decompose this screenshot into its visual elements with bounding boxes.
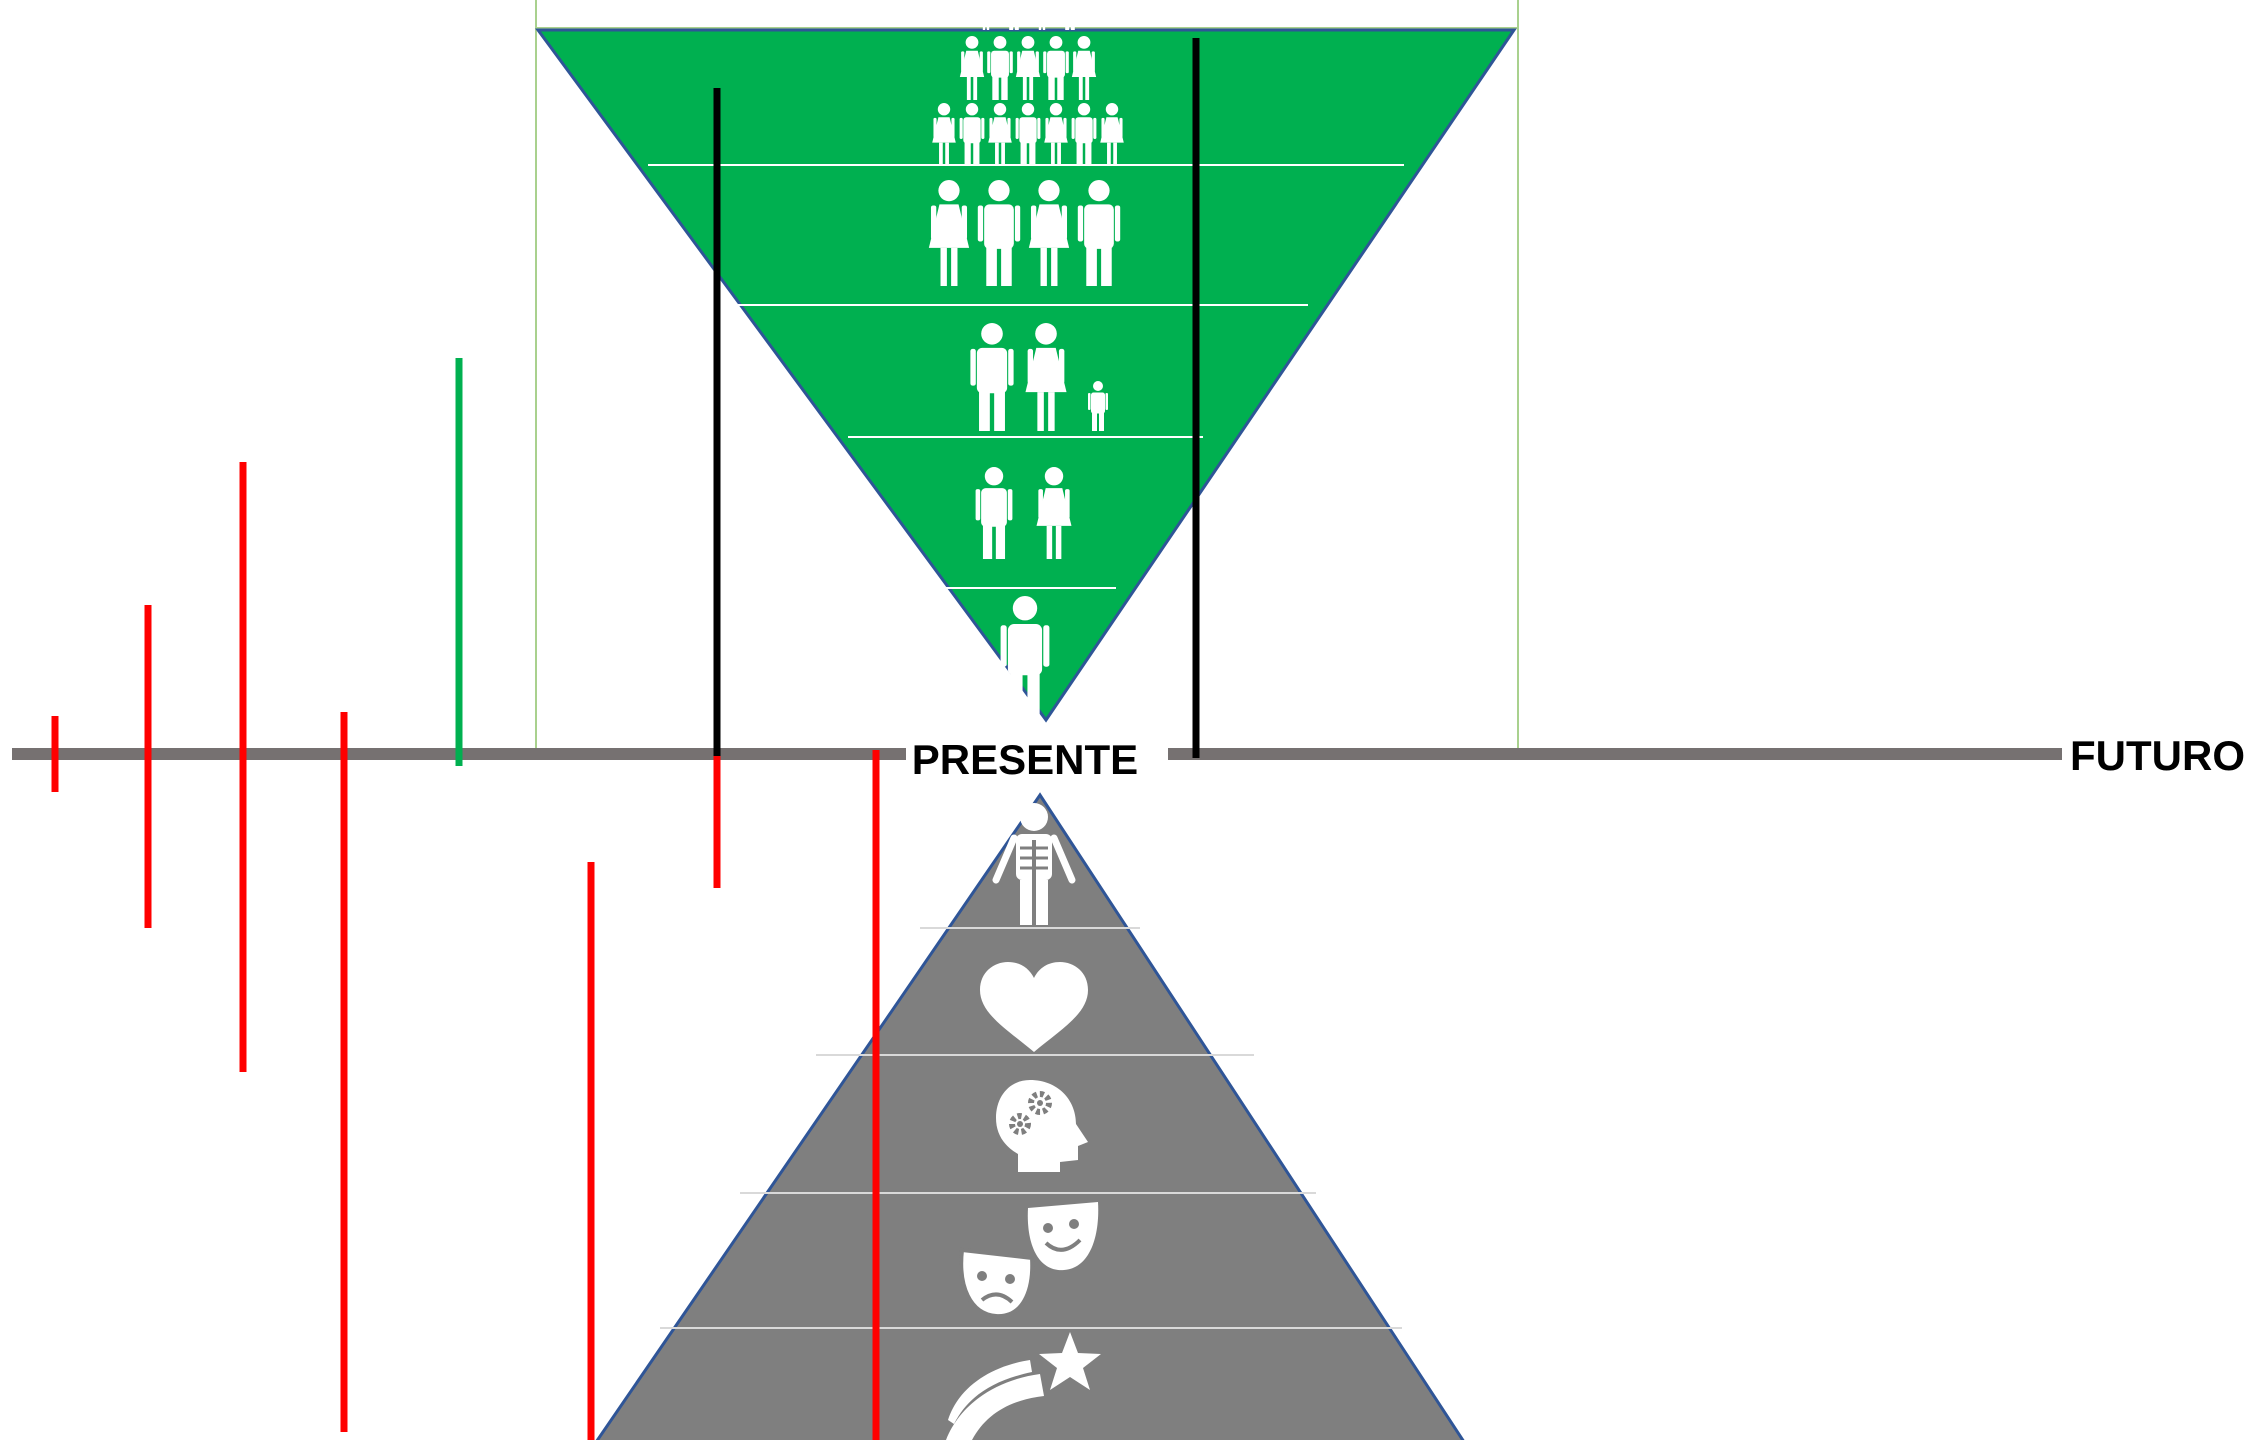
woman-icon — [928, 180, 970, 286]
four-people-icon — [928, 180, 1121, 286]
couple-icon — [975, 467, 1072, 559]
future-label: FUTURO — [2070, 732, 2245, 779]
heart-icon — [980, 962, 1088, 1052]
social-triangle-shape — [535, 28, 1517, 723]
man-icon — [1006, 0, 1022, 30]
family-with-child-icon — [970, 323, 1108, 431]
woman-icon — [1034, 0, 1050, 30]
man-icon — [977, 180, 1021, 286]
woman-icon — [932, 103, 956, 165]
woman-icon — [978, 0, 994, 30]
woman-icon — [1025, 323, 1067, 431]
shooting-star-icon — [946, 1332, 1101, 1440]
man-icon — [1088, 381, 1108, 431]
man-icon — [975, 467, 1013, 559]
man-icon — [1000, 596, 1050, 718]
present-label: PRESENTE — [912, 736, 1138, 783]
man-icon — [1062, 0, 1078, 30]
woman-icon — [1100, 103, 1124, 165]
theater-masks-icon — [959, 1202, 1099, 1319]
man-icon — [970, 323, 1014, 431]
social-triangle — [535, 0, 1517, 723]
man-icon — [1071, 103, 1097, 165]
skeleton-icon — [992, 803, 1076, 925]
man-icon — [1015, 103, 1041, 165]
event-markers — [51, 38, 1200, 1440]
man-icon — [1043, 36, 1069, 100]
man-icon — [959, 103, 985, 165]
head-gears-icon — [996, 1080, 1088, 1172]
woman-icon — [959, 36, 985, 100]
woman-icon — [1044, 103, 1068, 165]
crowd-icon — [932, 0, 1124, 165]
individual-triangle — [595, 792, 1465, 1440]
woman-icon — [1028, 180, 1070, 286]
woman-icon — [1015, 36, 1041, 100]
man-icon — [987, 36, 1013, 100]
woman-icon — [1071, 36, 1097, 100]
man-icon — [1077, 180, 1121, 286]
woman-icon — [1036, 467, 1072, 559]
woman-icon — [988, 103, 1012, 165]
single-person-icon — [1000, 596, 1050, 718]
